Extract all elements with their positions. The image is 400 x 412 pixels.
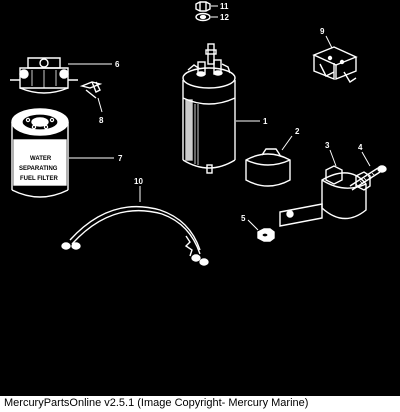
- callout-7: 7: [118, 154, 123, 163]
- callout-11: 11: [220, 2, 229, 11]
- callout-3: 3: [325, 141, 330, 150]
- leader-8: [97, 97, 103, 113]
- part-4-screw[interactable]: [349, 165, 387, 191]
- part-2-rubber-sleeve[interactable]: [245, 148, 291, 187]
- callout-9: 9: [320, 27, 325, 36]
- callout-4: 4: [358, 143, 363, 152]
- leader-3: [329, 149, 337, 167]
- copyright-footer: MercuryPartsOnline v2.5.1 (Image Copyrig…: [0, 396, 400, 412]
- part-10-wiring-harness[interactable]: [61, 205, 209, 266]
- callout-6: 6: [115, 60, 120, 69]
- callout-12: 12: [220, 13, 229, 22]
- part-8-hose-fitting[interactable]: [79, 81, 103, 99]
- callout-10: 10: [134, 177, 143, 186]
- part-5-nut[interactable]: [257, 228, 275, 242]
- leader-9: [325, 35, 333, 49]
- leader-5: [247, 219, 259, 231]
- exploded-parts-diagram: 11 12 1: [10, 1, 387, 266]
- part-6-filter-head[interactable]: [10, 57, 78, 94]
- footer-text: MercuryPartsOnline v2.5.1 (Image Copyrig…: [4, 397, 309, 409]
- filter-label-water: WATER: [30, 156, 52, 162]
- part-11-nut[interactable]: [195, 1, 211, 12]
- part-9-bracket[interactable]: [312, 46, 358, 83]
- leader-4: [361, 151, 371, 167]
- part-7-fuel-filter[interactable]: WATER SEPARATING FUEL FILTER: [11, 108, 69, 198]
- callout-2: 2: [295, 127, 300, 136]
- filter-label-fuel-filter: FUEL FILTER: [20, 176, 58, 182]
- part-1-fuel-pump[interactable]: [182, 43, 236, 174]
- filter-label-separating: SEPARATING: [19, 166, 58, 172]
- part-3-clamp[interactable]: [279, 165, 371, 227]
- callout-1: 1: [263, 117, 268, 126]
- callout-8: 8: [99, 116, 104, 125]
- leader-2: [281, 135, 293, 151]
- part-12-washer[interactable]: [195, 12, 211, 22]
- callout-5: 5: [241, 214, 246, 223]
